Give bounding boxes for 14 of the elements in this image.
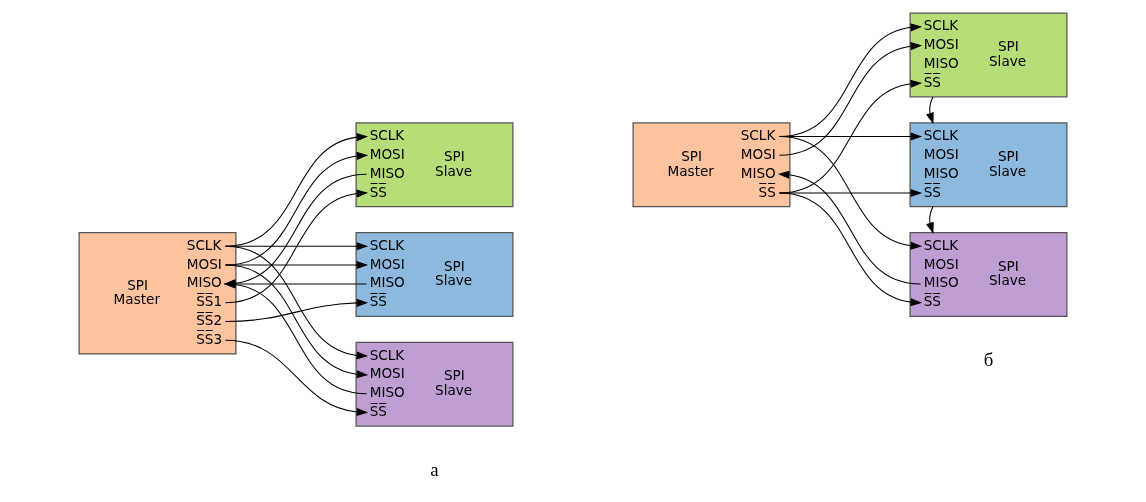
arrow: [778, 191, 923, 306]
arrow: [224, 260, 369, 269]
arrow: [778, 79, 923, 193]
arrow: [224, 151, 369, 266]
arrow: [778, 135, 923, 250]
arrow: [224, 298, 369, 322]
arrow: [224, 132, 369, 247]
arrow: [926, 96, 934, 124]
arrow: [777, 170, 922, 284]
label: а: [430, 458, 439, 480]
label: б: [983, 348, 994, 370]
arrow: [224, 339, 369, 416]
arrow: [778, 41, 923, 156]
arrow: [926, 205, 934, 234]
